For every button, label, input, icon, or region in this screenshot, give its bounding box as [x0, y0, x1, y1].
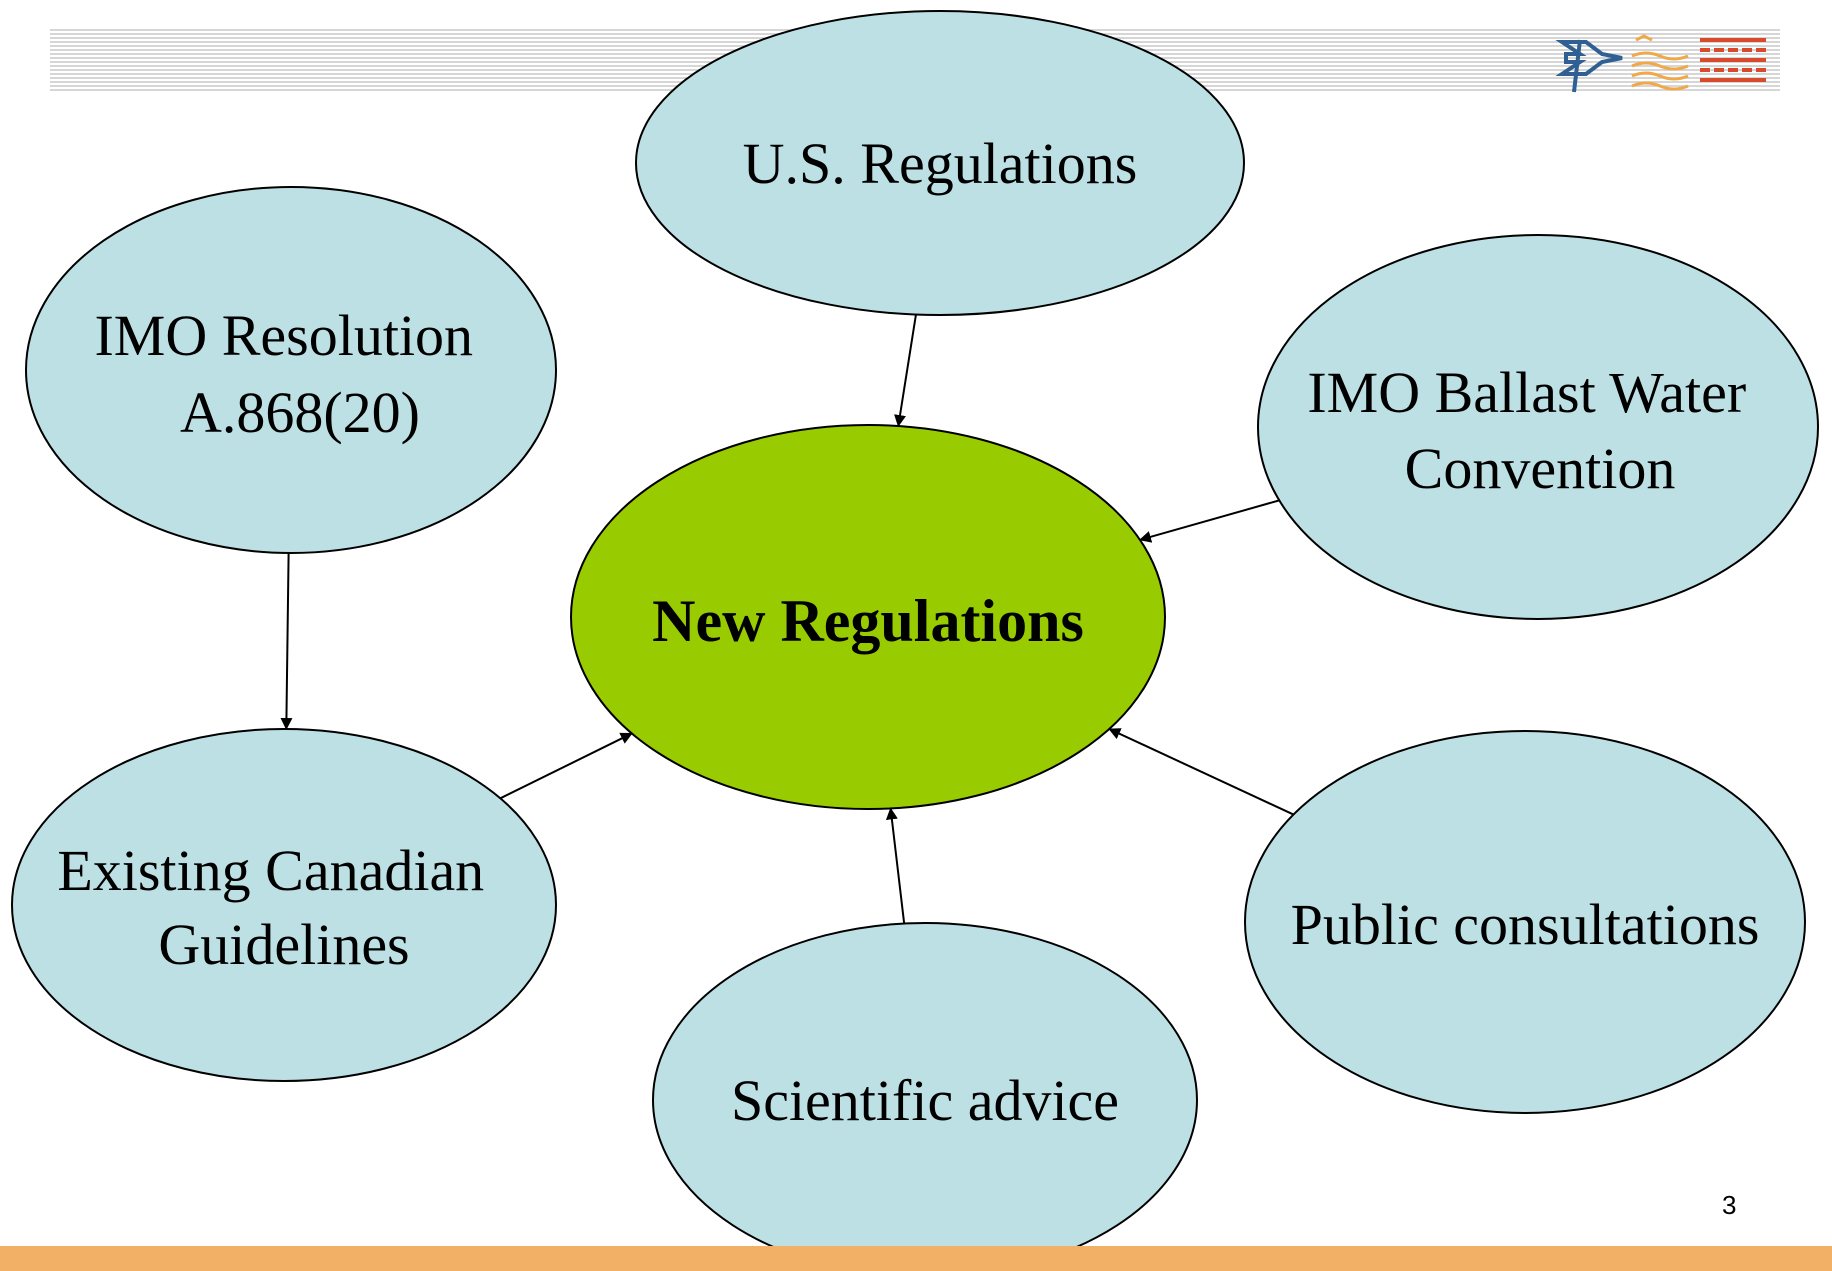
- node-us-regulations: U.S. Regulations: [635, 10, 1245, 316]
- svg-text:Scientific advice: Scientific advice: [731, 1068, 1119, 1133]
- arrow-imo_convention-to-center: [1139, 499, 1280, 543]
- node-center-new-regulations: New Regulations: [570, 424, 1166, 810]
- node-label: Existing Canadian: [57, 838, 484, 903]
- arrow-us_regulations-to-center: [894, 314, 917, 427]
- node-public-consultations: Public consultations: [1244, 730, 1806, 1114]
- svg-text:Public consultations: Public consultations: [1291, 892, 1760, 957]
- svg-text:Existing Canadian Guidel: Existing Canadian Guidelines: [57, 838, 498, 977]
- node-label: A.868(20): [180, 380, 420, 445]
- arrow-canadian_guidelines-to-center: [499, 732, 633, 800]
- page-number: 3: [1722, 1190, 1737, 1220]
- arrow-scientific_advice-to-center: [885, 807, 906, 924]
- svg-text:New Regulations: New Regulations: [652, 588, 1084, 654]
- arrow-imo_resolution-to-canadian_guidelines: [280, 552, 293, 731]
- node-label: New Regulations: [652, 588, 1084, 654]
- node-label: Guidelines: [158, 912, 409, 977]
- svg-text:IMO Resolution A.868(20): IMO Resolution A.868(20): [94, 303, 487, 445]
- node-scientific-advice: Scientific advice: [652, 922, 1198, 1271]
- transport-logo-icon: [1555, 34, 1766, 93]
- node-imo-convention: IMO Ballast Water Convention: [1257, 234, 1819, 620]
- svg-text:U.S. Regulations: U.S. Regulations: [743, 131, 1138, 196]
- node-imo-resolution: IMO Resolution A.868(20): [25, 186, 557, 554]
- node-label: U.S. Regulations: [743, 131, 1138, 196]
- footer-bar: [0, 1246, 1832, 1271]
- node-label: IMO Resolution: [94, 303, 473, 368]
- node-label: Public consultations: [1291, 892, 1760, 957]
- edges: [280, 314, 1294, 924]
- svg-text:IMO Ballast Water Conven: IMO Ballast Water Convention: [1307, 360, 1760, 501]
- arrow-public_consultations-to-center: [1108, 728, 1294, 816]
- node-label: Convention: [1405, 436, 1676, 501]
- node-canadian-guidelines: Existing Canadian Guidelines: [11, 728, 557, 1082]
- node-label: IMO Ballast Water: [1307, 360, 1746, 425]
- node-label: Scientific advice: [731, 1068, 1119, 1133]
